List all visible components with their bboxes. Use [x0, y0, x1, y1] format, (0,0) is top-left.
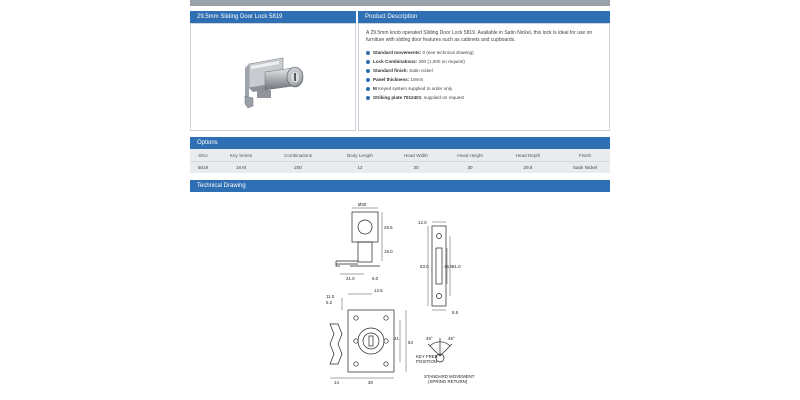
side-view-head	[351, 211, 379, 243]
front-view-cylinder	[362, 332, 380, 350]
col-head-depth: Head Depth	[515, 153, 541, 158]
label-610: 61.0	[452, 264, 461, 269]
product-description-panel	[358, 23, 610, 131]
label-210: 21.0	[346, 276, 355, 281]
lock-product-image	[244, 57, 304, 109]
bullet-panel-thickness: Panel thickness: 19mm	[366, 77, 423, 83]
product-description-bar: Product Description	[358, 11, 610, 23]
front-view-keyway	[368, 335, 374, 347]
label-190: 19.0	[384, 249, 393, 254]
product-description-text: A 29.5mm knob operated Sliding Door Lock…	[366, 30, 593, 43]
front-view-screw-hole	[383, 361, 389, 367]
options-bar: Options	[190, 137, 610, 149]
technical-drawing: Ø30 29.5 19.0 21.0 6.0 12.0 63.0 45.0 61…	[326, 202, 475, 385]
bullet-keyed-system: M Keyed system supplied to order only	[366, 86, 452, 92]
bullet-standard-finish: Standard finish: Satin nickel	[366, 68, 433, 74]
label-450: 45.0	[444, 264, 453, 269]
col-head-width: Head Width	[403, 153, 428, 158]
label-key-free: KEY FREE	[416, 354, 438, 359]
bullet-striking-plate: Striking plate 7012401: supplied on requ…	[366, 95, 464, 101]
col-finish: Finish	[578, 153, 592, 158]
label-angle-left: 45°	[426, 336, 433, 341]
front-view-outer-ring	[357, 327, 385, 355]
front-view-latch	[329, 323, 343, 365]
striking-plate-screw-hole	[436, 293, 442, 299]
cell-head-depth: 29.5	[523, 165, 533, 170]
bullet-standard-movements: Standard movements: 0 (see technical dra…	[366, 50, 474, 56]
col-body-length: Body Length	[347, 153, 373, 158]
cell-sku: 5819	[197, 165, 209, 170]
product-description-header: Product Description	[365, 14, 418, 20]
cell-head-height: 30	[467, 165, 473, 170]
cell-finish: Satin Nickel	[572, 165, 598, 170]
label-41: 41	[394, 336, 399, 341]
label-standard-movement: STANDARD MOVEMENT	[424, 374, 475, 379]
bullet-dot	[366, 95, 370, 100]
bullet-dot	[366, 50, 370, 55]
col-sku: SKU	[198, 153, 208, 158]
front-view-screw-hole	[353, 338, 359, 344]
options-row-divider	[190, 161, 610, 162]
label-120: 12.0	[418, 220, 427, 225]
label-125: 12.5	[374, 288, 383, 293]
movement-key-circle	[435, 353, 445, 363]
striking-plate-slot	[435, 247, 443, 285]
bullet-dot	[366, 86, 370, 91]
label-295: 29.5	[384, 225, 393, 230]
label-angle-right: 45°	[448, 336, 455, 341]
bullet-dot	[366, 59, 370, 64]
front-view-screw-hole	[353, 361, 359, 367]
cell-combinations: 200	[294, 165, 302, 170]
front-view-screw-hole	[383, 338, 389, 344]
col-combinations: Combinations	[283, 153, 313, 158]
bullet-dot	[366, 68, 370, 73]
movement-arc	[429, 341, 451, 347]
label-630: 63.0	[420, 264, 429, 269]
top-bar	[190, 0, 610, 6]
technical-drawing-bar: Technical Drawing	[190, 180, 610, 192]
side-view-body	[357, 241, 373, 263]
side-view-cylinder	[357, 219, 373, 235]
bullet-dot	[366, 77, 370, 82]
product-image-panel	[190, 23, 356, 131]
label-54: 54	[408, 340, 413, 345]
striking-plate	[431, 225, 447, 307]
col-head-height: Head Height	[457, 153, 483, 158]
label-14: 14	[334, 380, 339, 385]
cell-key-series: 18 M	[235, 165, 247, 170]
options-header: Options	[197, 140, 218, 146]
cell-body-length: 12	[357, 165, 363, 170]
front-view-screw-hole	[383, 315, 389, 321]
label-key-free-position: POSITION	[416, 359, 437, 364]
label-60: 6.0	[372, 276, 379, 281]
label-55: 5.5	[452, 310, 459, 315]
label-diameter: Ø30	[358, 202, 367, 207]
label-spring-return: (SPRING RETURN)	[428, 379, 468, 384]
col-key-series: Key Series	[229, 153, 253, 158]
side-view-bolt	[335, 260, 358, 267]
striking-plate-screw-hole	[436, 233, 442, 239]
label-110: 11.0	[326, 294, 335, 299]
bullet-lock-combinations: Lock Combinations: 200 (1,000 on request…	[366, 59, 465, 65]
front-view-screw-hole	[353, 315, 359, 321]
cell-head-width: 30	[413, 165, 419, 170]
product-title: 29.5mm Sliding Door Lock 5819	[197, 14, 283, 20]
label-62: 6.2	[326, 300, 333, 305]
front-view-plate	[347, 309, 395, 373]
product-title-bar: 29.5mm Sliding Door Lock 5819	[190, 11, 356, 23]
label-30: 30	[368, 380, 373, 385]
technical-drawing-header: Technical Drawing	[197, 183, 246, 189]
